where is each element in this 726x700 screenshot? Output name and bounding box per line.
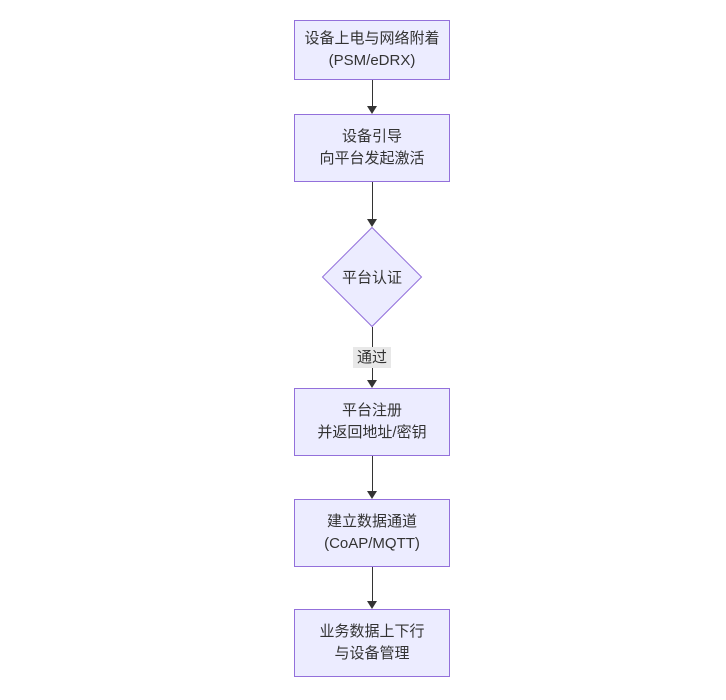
edge-line	[372, 567, 373, 603]
arrowhead-icon	[367, 491, 377, 499]
node-label-line: 平台注册	[341, 402, 402, 419]
edge-auth-to-register: 通过	[342, 327, 402, 388]
edge-label-pass: 通过	[352, 347, 391, 368]
node-label-line: (PSM/eDRX)	[328, 52, 416, 69]
edge-bootstrap-to-auth	[342, 182, 402, 227]
edge-line	[372, 456, 373, 493]
node-data-channel: 建立数据通道 (CoAP/MQTT)	[294, 499, 450, 567]
edge-line	[372, 80, 373, 108]
edge-channel-to-business	[342, 567, 402, 609]
arrowhead-icon	[367, 106, 377, 114]
arrowhead-icon	[367, 380, 377, 388]
node-platform-auth: 平台认证	[321, 226, 423, 328]
node-label-line: 向平台发起激活	[319, 150, 425, 167]
node-bootstrap: 设备引导 向平台发起激活	[294, 114, 450, 182]
arrowhead-icon	[367, 601, 377, 609]
arrowhead-icon	[367, 219, 377, 227]
flowchart-column: 设备上电与网络附着 (PSM/eDRX) 设备引导 向平台发起激活 平台认证 通…	[294, 20, 450, 677]
node-business-data: 业务数据上下行 与设备管理	[294, 609, 450, 677]
node-label-line: 与设备管理	[334, 645, 410, 662]
node-label-line: 设备引导	[341, 128, 402, 145]
node-label-line: 设备上电与网络附着	[304, 30, 440, 47]
node-label-line: 建立数据通道	[326, 513, 417, 530]
node-register: 平台注册 并返回地址/密钥	[294, 388, 450, 456]
edge-power-to-bootstrap	[342, 80, 402, 114]
node-label-line: 业务数据上下行	[319, 623, 425, 640]
node-power-attach: 设备上电与网络附着 (PSM/eDRX)	[294, 20, 450, 80]
node-label-line: 平台认证	[341, 269, 403, 287]
node-label-line: (CoAP/MQTT)	[324, 535, 420, 552]
edge-register-to-channel	[342, 456, 402, 499]
node-label-line: 并返回地址/密钥	[317, 424, 427, 441]
edge-line	[372, 182, 373, 221]
